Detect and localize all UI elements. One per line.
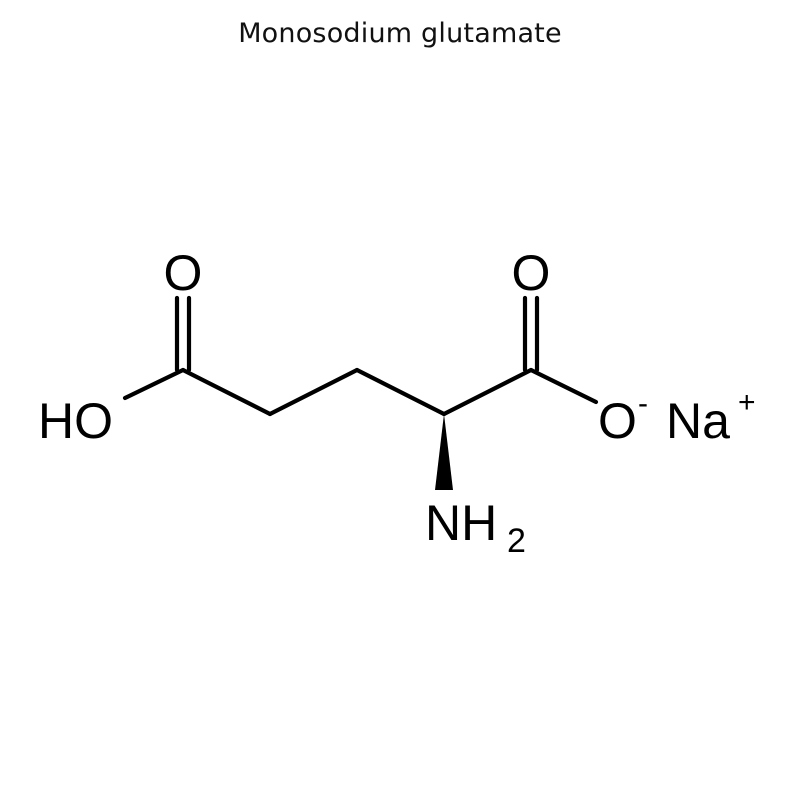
atom-o-carboxylate: O	[598, 393, 637, 449]
bond-c2-c3	[267, 367, 360, 417]
bond-c1-c2	[180, 367, 273, 417]
page-title: Monosodium glutamate	[238, 18, 562, 49]
charge-plus: +	[738, 386, 756, 419]
atom-o-right: O	[512, 245, 551, 301]
bond-ho-c1	[122, 367, 186, 401]
atom-sodium: Na	[666, 393, 730, 449]
amine-subscript: 2	[507, 522, 526, 560]
wedge-bond-amine	[435, 414, 453, 490]
atom-amine: NH	[425, 495, 497, 551]
bond-c4-c5	[441, 367, 534, 417]
bond-c5-ominus	[528, 367, 599, 405]
atom-o-left: O	[164, 245, 203, 301]
charge-minus: -	[638, 387, 648, 420]
atom-hydroxyl: HO	[38, 393, 113, 449]
bond-c3-c4	[354, 367, 447, 417]
